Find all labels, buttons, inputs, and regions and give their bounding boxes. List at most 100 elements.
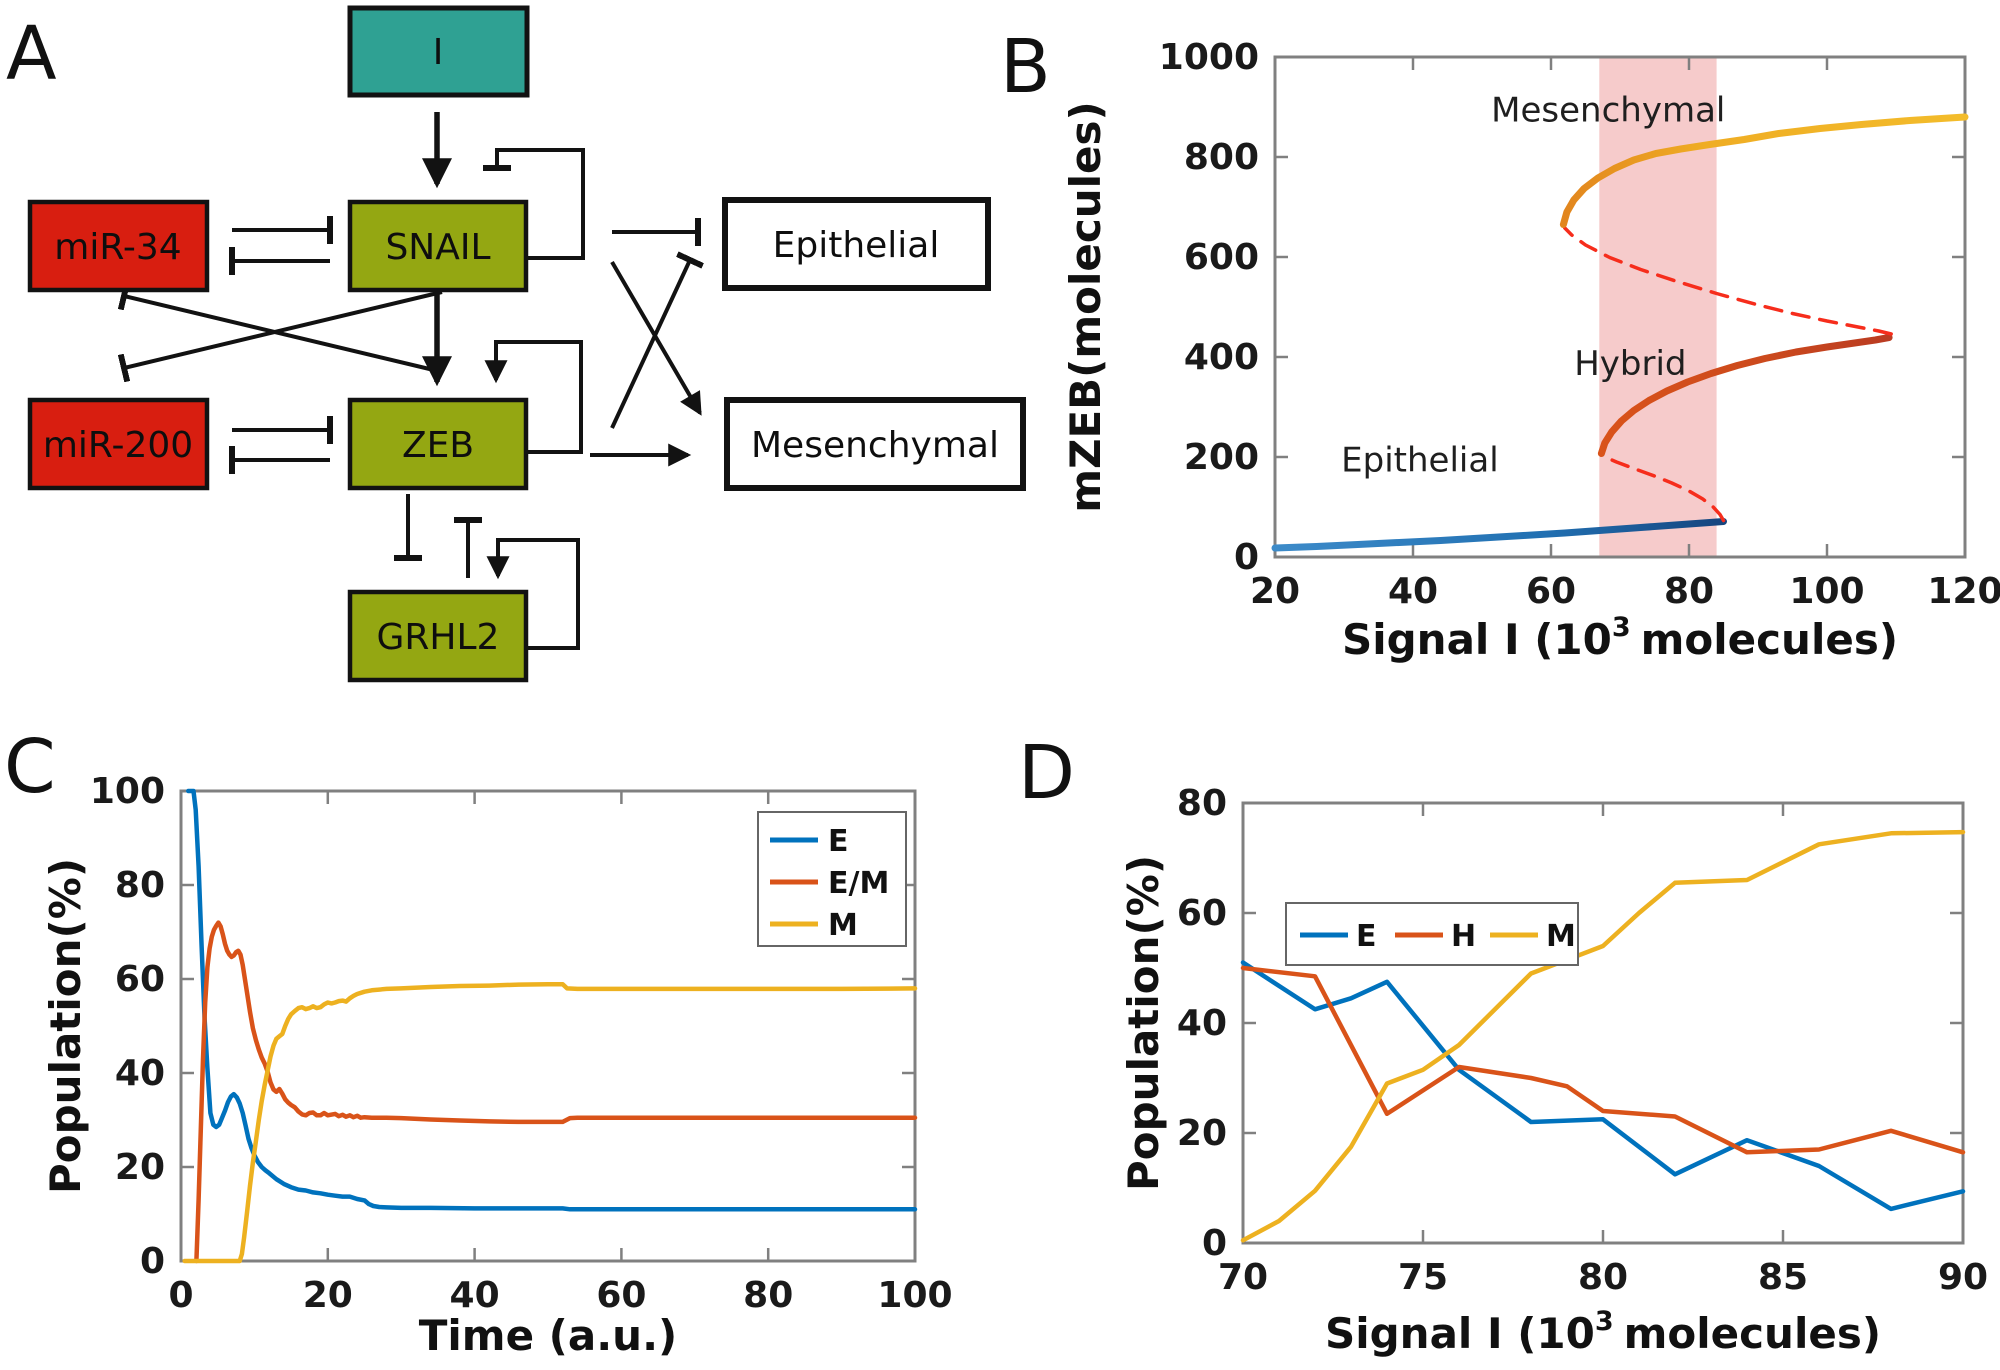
x-tick-label: 70 bbox=[1218, 1257, 1268, 1298]
mesenchymal-label: Mesenchymal bbox=[751, 425, 999, 466]
x-tick-label: 40 bbox=[450, 1275, 500, 1316]
series-E bbox=[186, 788, 918, 1212]
plot-box bbox=[1273, 55, 1967, 559]
legend-label-M: M bbox=[828, 908, 858, 943]
panel-c-population-time-chart: C Population(%) Time (a.u.) 0 20 40 60 80 100… bbox=[4, 724, 953, 1360]
series-unstable lower branch bbox=[1601, 454, 1726, 523]
mir200-box bbox=[27, 397, 210, 491]
grhl2-box bbox=[347, 589, 529, 683]
panel-a-network-diagram: A I SNAIL miR-34 bbox=[6, 5, 1026, 683]
grhl2-label: GRHL2 bbox=[377, 617, 500, 658]
series-Hybrid (stable) bbox=[1597, 334, 1893, 457]
signal-i-label: I bbox=[433, 32, 444, 73]
x-tick-label: 60 bbox=[1526, 571, 1576, 612]
mir34-box bbox=[27, 199, 210, 293]
x-tick-label: 80 bbox=[1578, 1257, 1628, 1298]
plot-box bbox=[179, 789, 917, 1263]
x-tick-label: 100 bbox=[877, 1275, 952, 1316]
x-tick-label: 120 bbox=[1927, 571, 2000, 612]
series-M bbox=[182, 981, 918, 1264]
panel-d-y-axis-label: Population(%) bbox=[1119, 855, 1168, 1191]
node-grhl2: GRHL2 bbox=[347, 589, 529, 683]
node-signal-i: I bbox=[347, 5, 530, 98]
y-tick-label: 20 bbox=[1177, 1113, 1227, 1154]
y-tick-label: 200 bbox=[1184, 437, 1259, 478]
y-tick-label: 0 bbox=[1202, 1223, 1227, 1264]
x-tick-label: 80 bbox=[743, 1275, 793, 1316]
mesenchymal-box bbox=[724, 397, 1026, 491]
series-M bbox=[1240, 829, 1966, 1243]
panel-a-letter: A bbox=[6, 11, 57, 97]
series-unstable upper branch bbox=[1563, 226, 1893, 336]
annotation-mesenchymal: Mesenchymal bbox=[1491, 91, 1725, 131]
annotation-epithelial: Epithelial bbox=[1341, 441, 1498, 481]
x-tick-label: 90 bbox=[1938, 1257, 1988, 1298]
x-tick-label: 60 bbox=[596, 1275, 646, 1316]
y-tick-label: 60 bbox=[1177, 893, 1227, 934]
series-H bbox=[1240, 965, 1966, 1155]
edge-zeb-inhibits-epithelial bbox=[610, 251, 704, 429]
y-tick-label: 0 bbox=[140, 1241, 165, 1282]
x-tick-label: 40 bbox=[1388, 571, 1438, 612]
panel-b-y-axis-label: mZEB(molecules) bbox=[1061, 101, 1110, 513]
legend-label-E: E bbox=[828, 824, 849, 859]
mir200-label: miR-200 bbox=[43, 425, 193, 466]
mir34-label: miR-34 bbox=[54, 227, 181, 268]
node-mir200: miR-200 bbox=[27, 397, 210, 491]
legend-label-E/M: E/M bbox=[828, 866, 889, 901]
x-tick-label: 20 bbox=[303, 1275, 353, 1316]
plot-box bbox=[1241, 801, 1965, 1245]
x-tick-label: 80 bbox=[1664, 571, 1714, 612]
y-tick-label: 0 bbox=[1234, 537, 1259, 578]
legend-label-E: E bbox=[1356, 919, 1377, 954]
edge-zeb-inhibits-mir34 bbox=[117, 281, 443, 374]
y-tick-label: 40 bbox=[1177, 1003, 1227, 1044]
series-Mesenchymal (stable) bbox=[1559, 113, 1969, 228]
x-tick-label: 20 bbox=[1250, 571, 1300, 612]
y-tick-label: 600 bbox=[1184, 237, 1259, 278]
node-zeb: ZEB bbox=[347, 397, 529, 491]
node-mir34: miR-34 bbox=[27, 199, 210, 293]
y-tick-label: 20 bbox=[115, 1147, 165, 1188]
x-tick-label: 75 bbox=[1398, 1257, 1448, 1298]
legend-label-H: H bbox=[1451, 919, 1476, 954]
x-tick-label: 85 bbox=[1758, 1257, 1808, 1298]
x-tick-label: 0 bbox=[168, 1275, 193, 1316]
y-tick-label: 80 bbox=[1177, 783, 1227, 824]
epithelial-label: Epithelial bbox=[773, 225, 940, 266]
edge-grhl2-self-activation bbox=[486, 538, 580, 650]
panel-c-y-axis-label: Population(%) bbox=[41, 858, 90, 1194]
series-E/M bbox=[194, 920, 918, 1264]
edge-zeb-self-activation bbox=[484, 340, 583, 454]
zeb-label: ZEB bbox=[402, 425, 474, 466]
snail-label: SNAIL bbox=[385, 227, 490, 268]
zeb-box bbox=[347, 397, 529, 491]
panel-c-letter: C bbox=[4, 724, 56, 810]
series-E bbox=[1240, 960, 1966, 1212]
y-tick-label: 60 bbox=[115, 959, 165, 1000]
node-epithelial: Epithelial bbox=[722, 197, 991, 291]
y-tick-label: 800 bbox=[1184, 137, 1259, 178]
x-tick-label: 100 bbox=[1789, 571, 1864, 612]
legend-label-M: M bbox=[1546, 919, 1576, 954]
annotation-hybrid: Hybrid bbox=[1574, 344, 1686, 384]
y-tick-label: 400 bbox=[1184, 337, 1259, 378]
signal-i-box bbox=[347, 5, 530, 98]
snail-box bbox=[347, 199, 529, 293]
y-tick-label: 100 bbox=[90, 771, 165, 812]
highlight-band bbox=[1599, 58, 1717, 556]
series-Epithelial (stable) bbox=[1271, 518, 1727, 552]
y-tick-label: 40 bbox=[115, 1053, 165, 1094]
epithelial-box bbox=[722, 197, 991, 291]
y-tick-label: 1000 bbox=[1159, 37, 1259, 78]
panel-b-letter: B bbox=[1000, 24, 1051, 110]
panel-c-x-axis-label: Time (a.u.) bbox=[419, 1311, 677, 1360]
node-mesenchymal: Mesenchymal bbox=[724, 397, 1026, 491]
edge-snail-self-inhibition bbox=[483, 148, 585, 260]
node-snail: SNAIL bbox=[347, 199, 529, 293]
